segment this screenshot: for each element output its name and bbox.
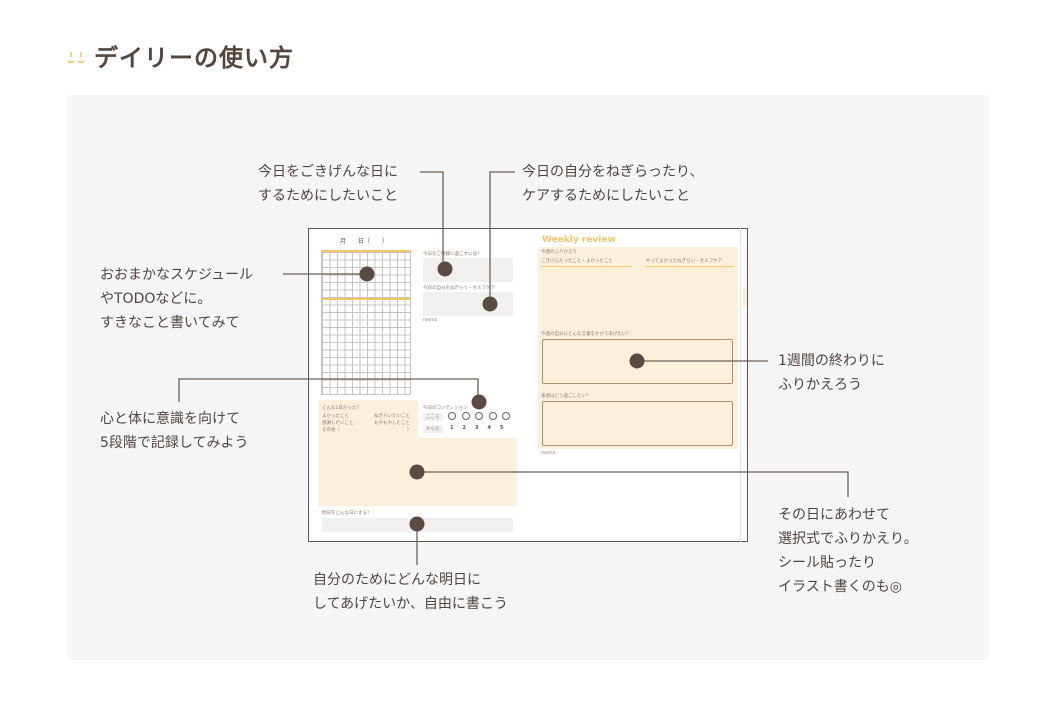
- face-icon: [448, 412, 456, 420]
- scale-value: 4: [487, 425, 491, 431]
- condition-title: 今日のコンディション: [423, 406, 468, 411]
- annotation-weekly: 1週間の終わりにふりかえろう: [778, 353, 885, 393]
- q2-box: [423, 292, 513, 316]
- condition-row-mind: こころ: [423, 413, 443, 421]
- callout-dot: [471, 394, 487, 410]
- date-label: 月 日（ ）: [340, 238, 389, 245]
- mood-option: ねぎらいたいこと: [374, 414, 410, 419]
- weekly-col1: ごきげんだったこと・よかったこと: [541, 258, 631, 267]
- scale-value: 1: [450, 425, 454, 431]
- annotation-reflection: その日にあわせて選択式でふりかえり。シール貼ったりイラスト書くのも◎: [778, 507, 918, 595]
- scale-value: 3: [474, 425, 479, 431]
- scale-value: 5: [499, 425, 504, 431]
- smile-icon: [67, 51, 85, 63]
- weekly-q4: 来週はどう過ごしたい？: [541, 394, 591, 399]
- annotation-goal: 今日をごきげんな日にするためにしたいこと: [258, 164, 398, 204]
- condition-row-body: からだ: [423, 425, 443, 433]
- page-edge: [740, 228, 741, 542]
- weekly-memo: memo: [541, 451, 556, 456]
- q1-label: 今日をご機嫌に過ごすには？: [423, 252, 482, 257]
- mood-option: よかったこと: [322, 414, 349, 419]
- callout-dot: [409, 516, 425, 532]
- weekly-q3: 今週の自分にどんな言葉をかけてあげたい？: [541, 332, 631, 337]
- weekly-col2: やってよかったねぎらい・セルフケア: [646, 258, 734, 267]
- weekly-q4-box: [542, 401, 733, 446]
- body-scale: 1 2 3 4 5: [450, 425, 503, 431]
- mood-faces: [448, 412, 510, 420]
- weekly-sub: 今週のふりかえり: [541, 250, 577, 255]
- face-icon: [461, 412, 470, 420]
- face-icon: [488, 412, 497, 420]
- page-title: デイリーの使い方: [66, 38, 294, 73]
- callout-dot: [629, 353, 645, 369]
- callout-dot: [437, 261, 453, 277]
- index-tab: [743, 288, 747, 308]
- mood-option: その他（: [322, 428, 340, 433]
- weekly-title: Weekly review: [542, 235, 616, 245]
- title-text: デイリーの使い方: [94, 44, 294, 72]
- face-icon: [502, 412, 510, 420]
- mood-question: どんな1日だった？: [322, 406, 361, 411]
- q2-label: 今日の自分をねぎらう・セルフケア: [423, 286, 495, 291]
- mood-option: 感謝したいこと: [322, 421, 354, 426]
- callout-dot: [409, 464, 425, 480]
- mood-option: もやもやしたこと: [374, 421, 410, 426]
- annotation-schedule: おおまかなスケジュールやTODOなどに。すきなこと書いてみて: [100, 267, 254, 331]
- memo-label: memo: [423, 318, 438, 323]
- callout-dot: [482, 296, 498, 312]
- tomorrow-question: 明日をどんな日にする？: [322, 511, 372, 516]
- grid-divider: [321, 298, 411, 300]
- annotation-tomorrow: 自分のためにどんな明日にしてあげたいか、自由に書こう: [313, 572, 508, 612]
- face-icon: [475, 412, 483, 420]
- annotation-selfcare: 今日の自分をねぎらったり、ケアするためにしたいこと: [522, 164, 704, 204]
- mood-option: ): [407, 427, 409, 432]
- scale-value: 2: [462, 425, 466, 431]
- callout-dot: [359, 266, 375, 282]
